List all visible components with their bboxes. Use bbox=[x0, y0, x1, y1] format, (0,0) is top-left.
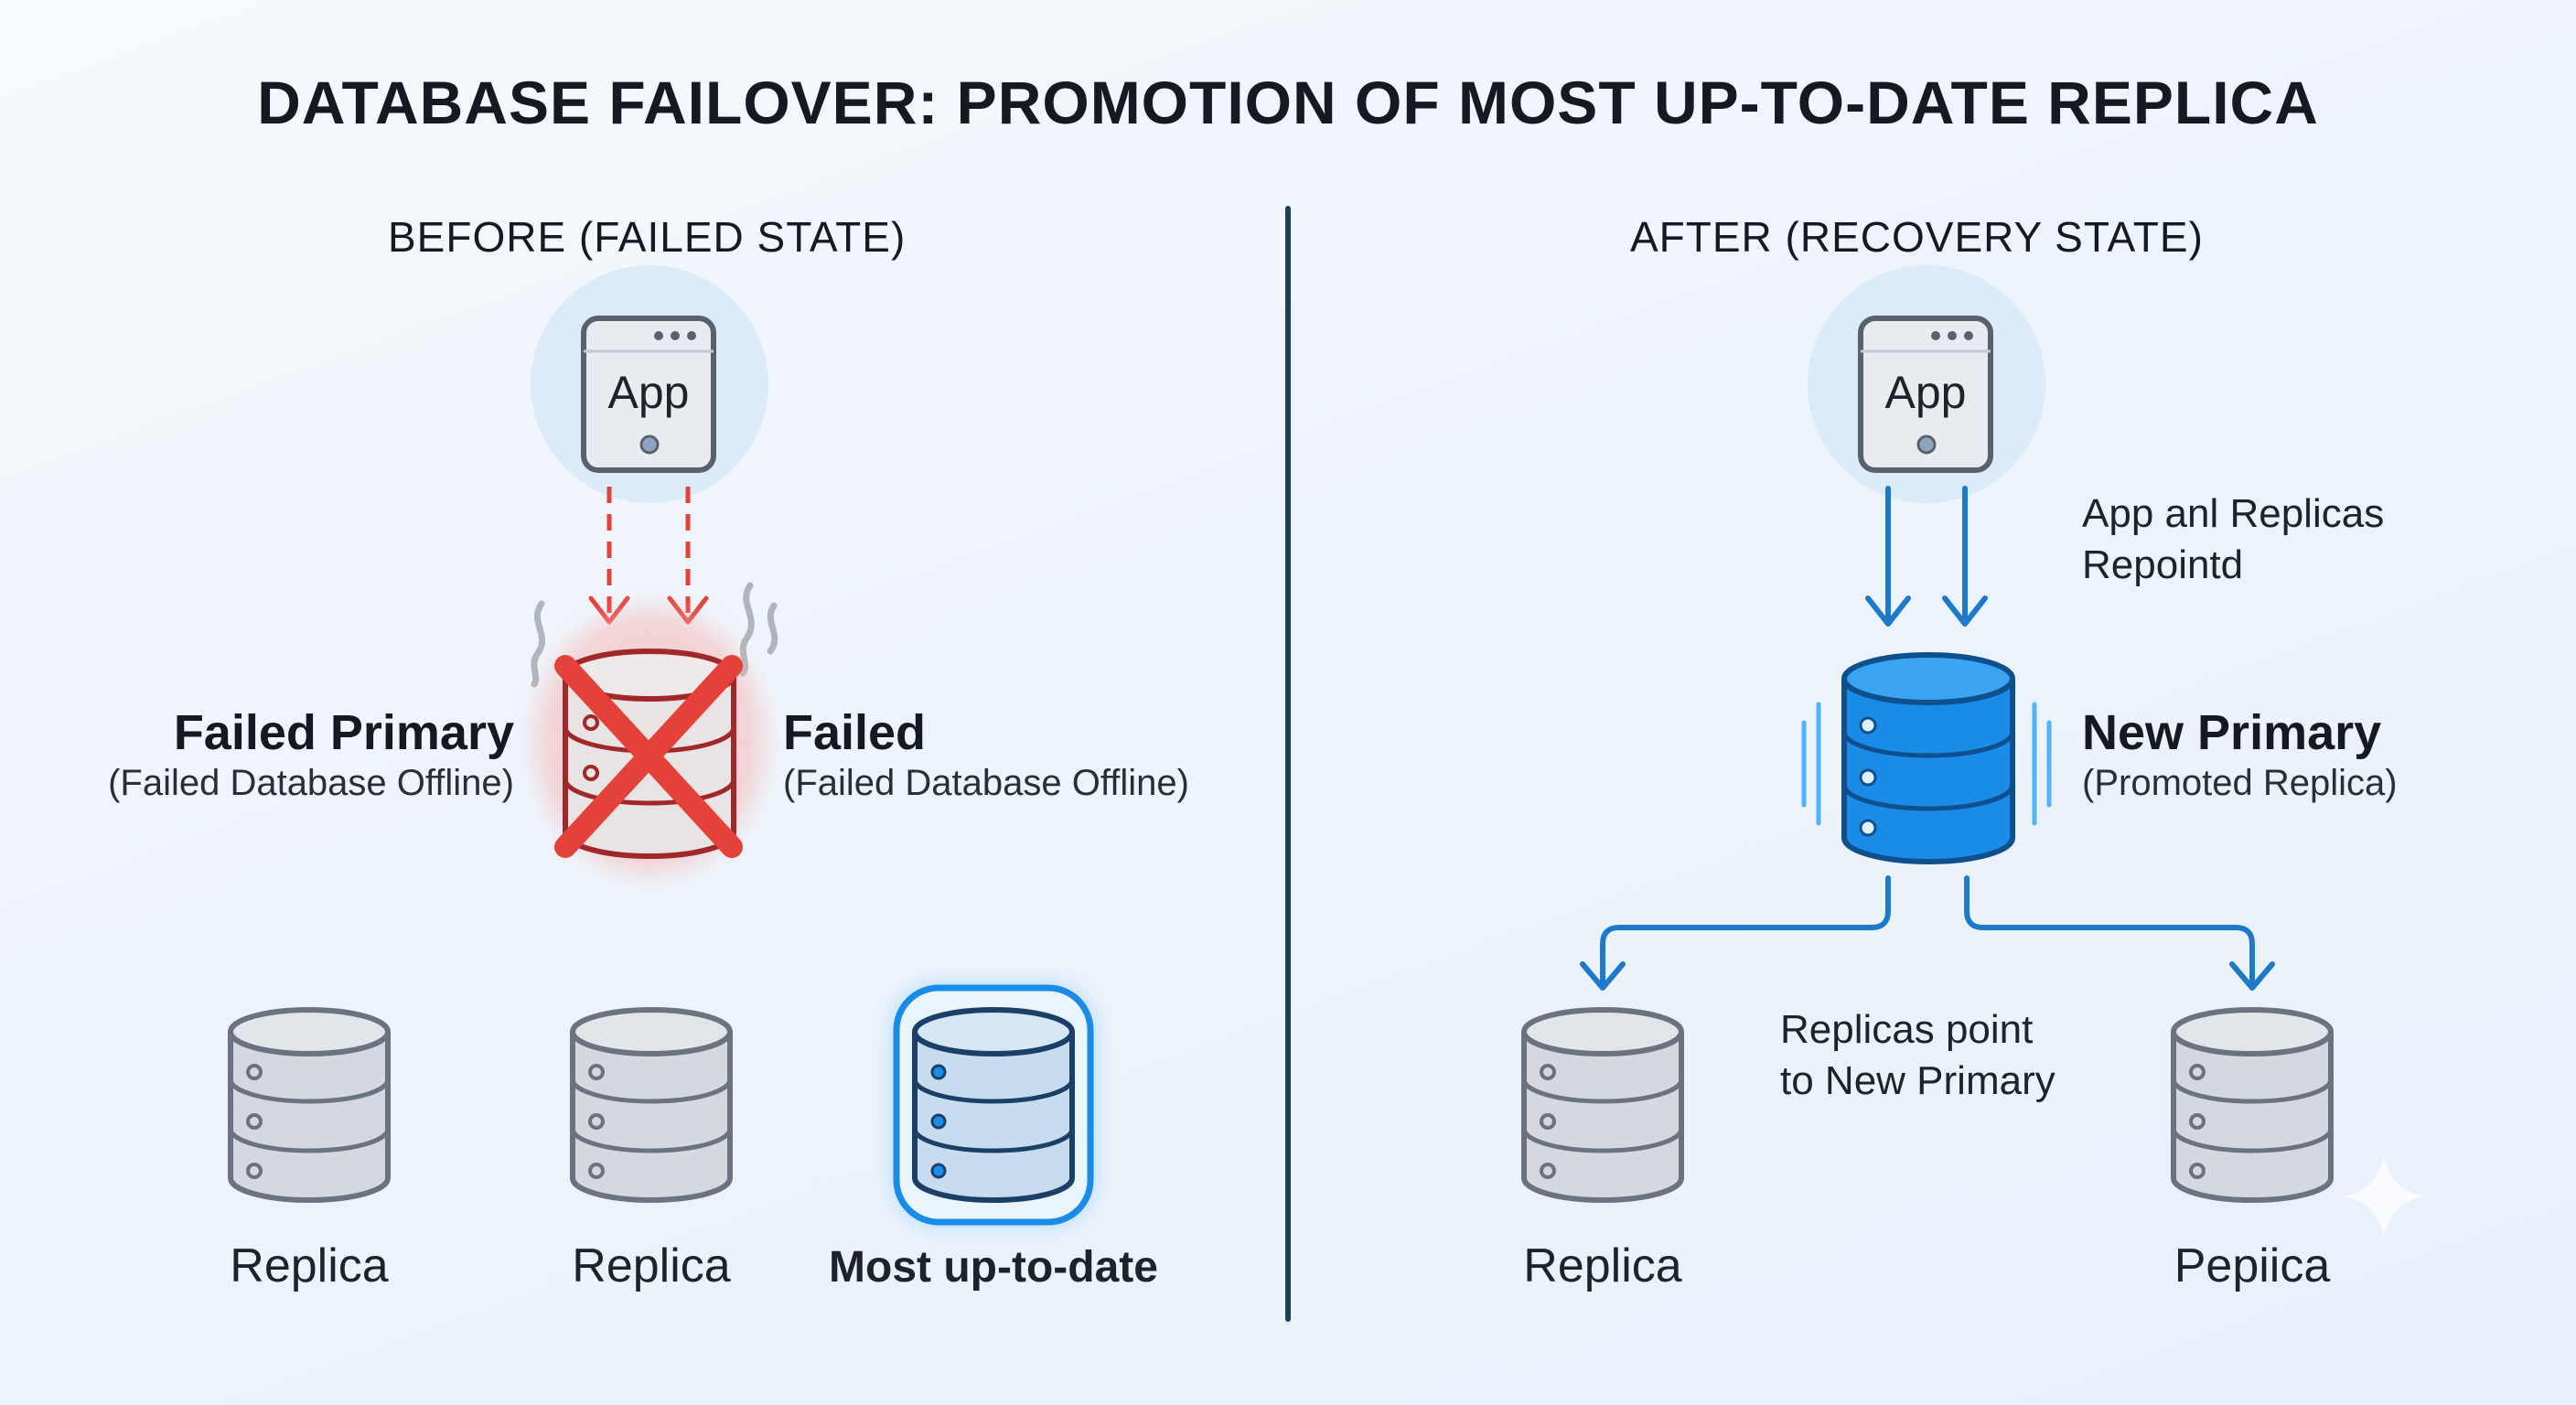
after-app-label: App bbox=[1885, 367, 1967, 418]
after-replica-1-icon bbox=[1521, 1007, 1684, 1203]
repoint-note: App anl Replicas Repointd bbox=[2082, 488, 2384, 591]
failed-x-icon bbox=[554, 655, 743, 858]
after-repoint-arrows bbox=[1865, 486, 1988, 627]
after-app-icon: App bbox=[1858, 316, 1993, 473]
before-app-label: App bbox=[608, 367, 690, 418]
new-primary-label: New Primary bbox=[2082, 705, 2382, 760]
before-replica-2-icon bbox=[570, 1007, 733, 1203]
before-replica-2-label: Replica bbox=[572, 1239, 731, 1292]
repoint-note-line-1: App anl Replicas bbox=[2082, 491, 2385, 536]
replicas-note: Replicas point to New Primary bbox=[1780, 1004, 2055, 1107]
replicas-note-line-1: Replicas point bbox=[1780, 1007, 2034, 1052]
after-heading: AFTER (RECOVERY STATE) bbox=[1630, 213, 2204, 261]
new-primary-sublabel: (Promoted Replica) bbox=[2082, 763, 2398, 803]
after-replica-2-icon bbox=[2171, 1007, 2334, 1203]
repoint-note-line-2: Repointd bbox=[2082, 542, 2244, 587]
failed-primary-sublabel: (Failed Database Offline) bbox=[108, 763, 514, 803]
before-heading: BEFORE (FAILED STATE) bbox=[388, 213, 907, 261]
after-branch-arrows bbox=[1580, 875, 2275, 991]
replicas-note-line-2: to New Primary bbox=[1780, 1058, 2055, 1103]
page-title: DATABASE FAILOVER: PROMOTION OF MOST UP-… bbox=[257, 69, 2319, 136]
failed-primary-label: Failed Primary bbox=[173, 705, 514, 760]
active-vibration-icon bbox=[1801, 702, 2052, 826]
smoke-icon bbox=[531, 582, 778, 688]
sparkle-icon bbox=[2342, 1154, 2426, 1239]
before-replica-1-icon bbox=[228, 1007, 391, 1203]
after-replica-1-label: Replica bbox=[1523, 1239, 1682, 1292]
failed-sublabel: (Failed Database Offline) bbox=[783, 763, 1189, 803]
most-up-to-date-replica-icon bbox=[893, 984, 1094, 1226]
before-failed-arrows bbox=[588, 487, 709, 625]
before-app-icon: App bbox=[581, 316, 716, 473]
failed-label: Failed bbox=[783, 705, 927, 760]
new-primary-database-icon bbox=[1841, 652, 2015, 864]
after-replica-2-label: Pepiica bbox=[2174, 1239, 2331, 1292]
before-replica-1-label: Replica bbox=[230, 1239, 389, 1292]
most-up-to-date-label: Most up-to-date bbox=[829, 1243, 1158, 1292]
